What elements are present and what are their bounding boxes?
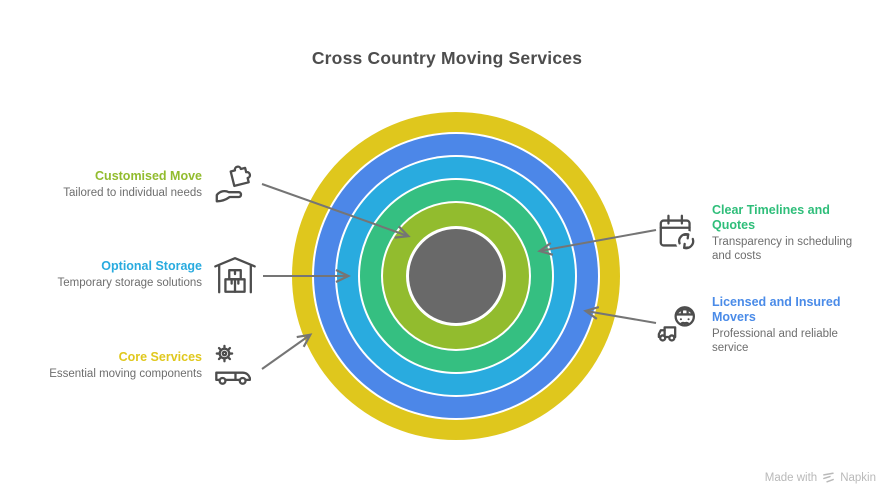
page-title: Cross Country Moving Services <box>311 48 583 68</box>
rings-group <box>292 112 620 440</box>
arrow-customised-move <box>261 183 411 239</box>
brand-text: Napkin <box>840 471 876 484</box>
item-subtitle: Tailored to individual needs <box>63 187 202 200</box>
label-clear-timelines-quotes: Clear Timelines and Quotes Transparency … <box>656 203 854 263</box>
item-title: Clear Timelines and Quotes <box>712 203 830 232</box>
made-with-napkin[interactable]: Made with Napkin <box>765 471 876 484</box>
puzzle-hand-icon <box>212 162 258 208</box>
item-subtitle: Essential moving components <box>49 368 202 381</box>
connector-arrows <box>261 183 657 370</box>
driver-truck-icon <box>656 302 702 348</box>
item-subtitle: Transparency in scheduling and costs <box>712 236 853 262</box>
item-subtitle: Professional and reliable service <box>712 328 838 354</box>
label-core-services: Core Services Essential moving component… <box>49 343 258 389</box>
made-with-text: Made with <box>764 471 818 484</box>
calendar-sync-icon <box>656 210 702 256</box>
napkin-logo-icon <box>823 472 835 483</box>
arrow-clear-timelines <box>537 229 657 256</box>
item-title: Core Services <box>118 350 202 365</box>
item-title: Customised Move <box>95 169 202 184</box>
arrow-licensed-movers <box>583 306 657 324</box>
center-circle <box>409 229 503 323</box>
item-subtitle: Temporary storage solutions <box>57 277 202 290</box>
item-title: Licensed and Insured Movers <box>712 295 841 324</box>
label-optional-storage: Optional Storage Temporary storage solut… <box>58 252 258 298</box>
label-customised-move: Customised Move Tailored to individual n… <box>63 162 258 208</box>
warehouse-boxes-icon <box>212 252 258 298</box>
item-title: Optional Storage <box>101 259 202 274</box>
gear-truck-icon <box>212 343 258 389</box>
label-licensed-insured-movers: Licensed and Insured Movers Professional… <box>656 295 854 355</box>
arrow-core-services <box>261 333 313 370</box>
